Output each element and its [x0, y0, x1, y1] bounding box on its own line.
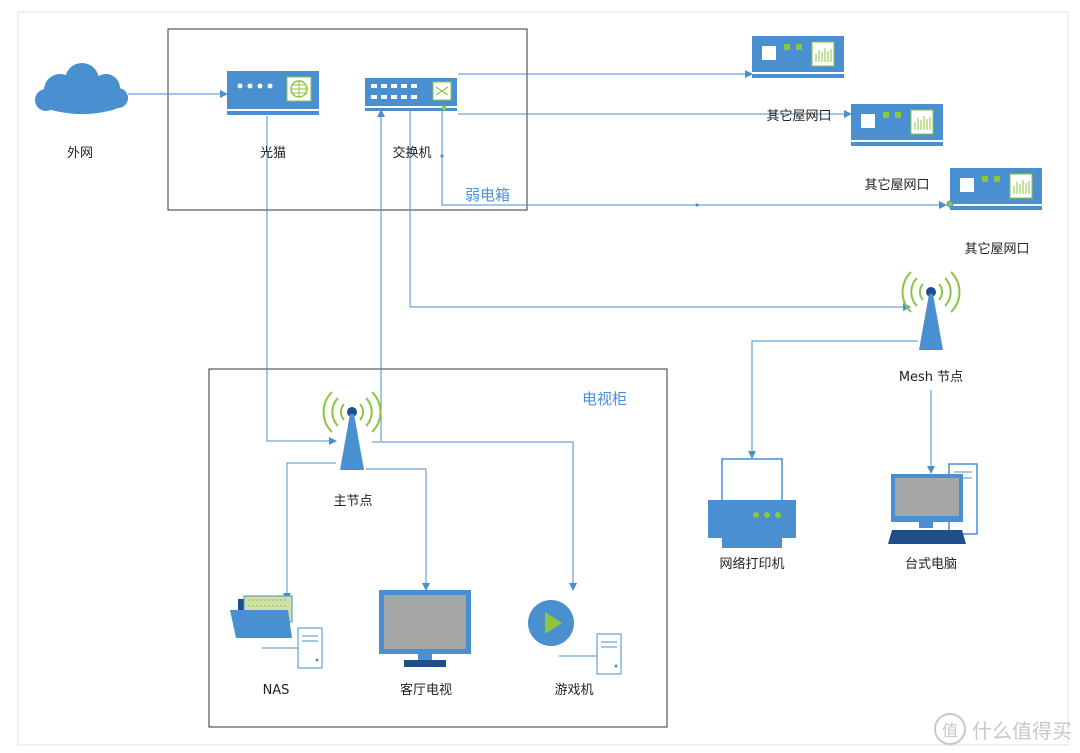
folder-server-icon	[230, 595, 323, 669]
link-main-tv	[366, 468, 430, 591]
link-main-game	[372, 441, 577, 591]
link-switch-mesh-node	[409, 110, 911, 311]
tv-cabinet-box	[208, 368, 668, 728]
port-dot	[946, 200, 954, 208]
printer-label: 网络打印机	[719, 557, 785, 572]
printer-icon	[708, 458, 796, 548]
game-console-label: 游戏机	[554, 683, 594, 698]
nas-label: NAS	[262, 683, 290, 698]
watermark-logo-icon: 值	[934, 713, 966, 745]
desktop-label: 台式电脑	[904, 557, 958, 572]
internet-label: 外网	[66, 146, 94, 161]
modem-icon	[227, 71, 319, 115]
weak-current-box-title: 弱电箱	[465, 186, 511, 204]
desktop-computer-icon	[888, 463, 978, 544]
link-switch-room-port-3	[441, 110, 947, 209]
room-port-2-label: 其它屋网口	[864, 178, 930, 193]
cloud-icon	[35, 63, 128, 114]
junction-dot	[695, 203, 699, 207]
link-main-nas	[283, 462, 336, 601]
watermark-text: 什么值得买	[972, 718, 1072, 743]
wall-port-icon	[949, 167, 1043, 211]
mesh-node-label: Mesh 节点	[898, 370, 964, 385]
tv-label: 客厅电视	[399, 683, 453, 698]
watermark: 值 什么值得买	[934, 713, 1072, 745]
link-mesh-printer	[748, 340, 918, 459]
connections	[128, 70, 947, 601]
wall-port-icon	[850, 103, 944, 147]
media-server-icon	[528, 600, 622, 675]
optical-modem-label: 光猫	[259, 146, 287, 161]
link-modem-main-node	[266, 116, 337, 445]
page-frame	[17, 11, 1069, 746]
switch-icon	[365, 78, 457, 111]
room-port-1-label: 其它屋网口	[766, 109, 832, 124]
weak-current-box	[167, 28, 528, 211]
main-node-label: 主节点	[333, 494, 373, 509]
wireless-ap-icon	[322, 391, 382, 471]
junction-dot	[440, 154, 444, 158]
monitor-icon	[379, 590, 471, 667]
room-port-3-label: 其它屋网口	[964, 242, 1030, 257]
tv-cabinet-title: 电视柜	[582, 390, 628, 408]
wireless-ap-icon	[901, 271, 961, 351]
wall-port-icon	[751, 35, 845, 79]
switch-label: 交换机	[392, 146, 432, 161]
